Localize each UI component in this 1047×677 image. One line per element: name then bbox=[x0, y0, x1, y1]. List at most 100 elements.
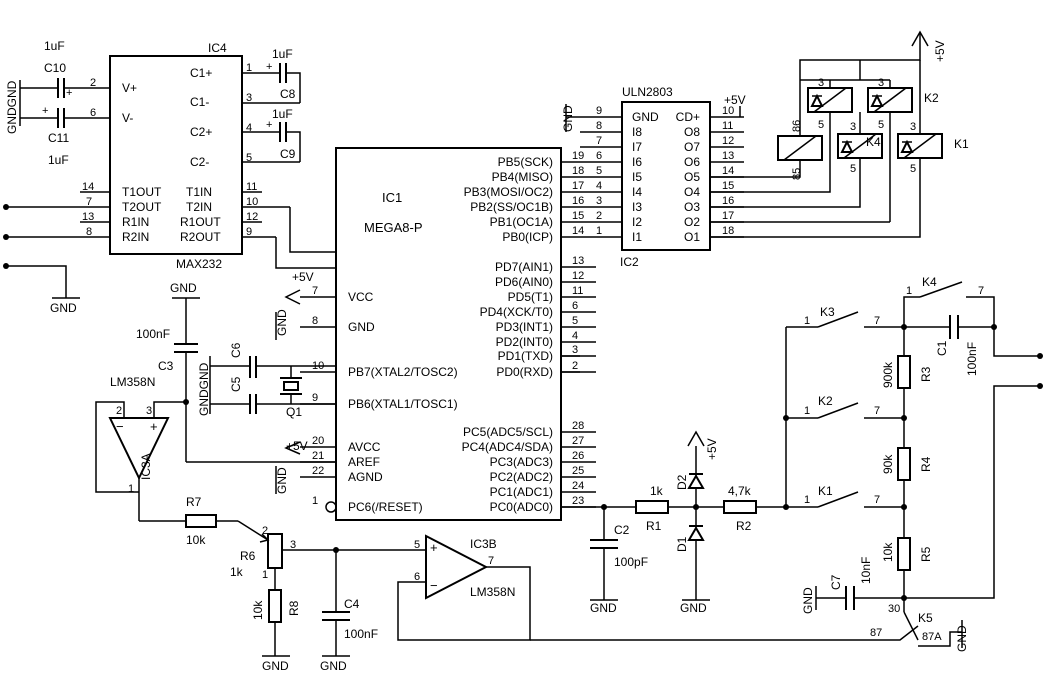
ic1-right-pin-label: PD0(RXD) bbox=[496, 365, 553, 379]
ic1-right-pins: PB5(SCK)19PB4(MISO)18PB3(MOSI/OC2)17PB2(… bbox=[462, 150, 596, 514]
ic2-ref: IC2 bbox=[620, 255, 639, 269]
r1-ref: R1 bbox=[646, 519, 662, 533]
ic4-pin-t2in: T2IN bbox=[186, 200, 212, 214]
ic2-right-pin-num: 15 bbox=[722, 180, 734, 192]
c7-ref: C7 bbox=[829, 574, 843, 590]
c1-ref: C1 bbox=[935, 340, 949, 356]
cap-c6: C6 bbox=[210, 342, 336, 378]
ic4-pin-c2plus: C2+ bbox=[190, 125, 212, 139]
ic1-power-wiring: +5V GND +5V GND bbox=[275, 270, 337, 513]
c8-value: 1uF bbox=[272, 47, 293, 61]
gndgnd-label: GNDGND bbox=[5, 80, 19, 134]
ic2-uln2803: ULN2803 IC2 bbox=[620, 85, 711, 269]
k4-ref: K4 bbox=[922, 275, 937, 289]
cap-c1: C1 100nF bbox=[901, 315, 1043, 376]
ic2-power: GND +5V bbox=[561, 93, 746, 132]
ic2-right-pin-label: O1 bbox=[684, 230, 700, 244]
ic2-right-pin-label: O8 bbox=[684, 125, 700, 139]
r2-ref: R2 bbox=[736, 519, 752, 533]
ic2-left-pin-label: I8 bbox=[632, 125, 642, 139]
svg-text:+: + bbox=[150, 419, 158, 434]
d1-ref: D1 bbox=[675, 536, 689, 552]
cap-c5: C5 bbox=[210, 376, 336, 414]
ic1-right-pin-num: 26 bbox=[572, 450, 584, 462]
resistor-r1: 1k R1 bbox=[635, 484, 724, 533]
k2-coil-pin-5: 5 bbox=[878, 119, 884, 131]
ic3a-pin-2: 2 bbox=[116, 405, 122, 417]
relay-pin-85: 85 bbox=[791, 168, 803, 180]
ic2-right-pin-num: 10 bbox=[722, 105, 734, 117]
ic1-right-pin-label: PC2(ADC2) bbox=[490, 470, 553, 484]
gnd-label-k5: GND bbox=[955, 625, 969, 652]
ic3b-pin-5: 5 bbox=[414, 539, 420, 551]
r6-pin-1: 1 bbox=[262, 569, 268, 581]
gnd-label-c2: GND bbox=[590, 601, 617, 615]
r4-ref: R4 bbox=[919, 456, 933, 472]
ic2-right-pin-num: 16 bbox=[722, 195, 734, 207]
ic4-pin-c2minus: C2- bbox=[190, 155, 209, 169]
k5-pin-87a: 87A bbox=[922, 631, 942, 643]
gnd-label-ic1: GND bbox=[275, 309, 289, 336]
c8-ref: C8 bbox=[280, 87, 296, 101]
ic1-right-pin-label: PC5(ADC5/SCL) bbox=[463, 425, 553, 439]
ic2-left-pin-label: I3 bbox=[632, 200, 642, 214]
c10-ref: C10 bbox=[44, 61, 66, 75]
k3-coil-pin-3: 3 bbox=[818, 77, 824, 89]
k1-coil-ref: K1 bbox=[954, 137, 969, 151]
k3-pin-7: 7 bbox=[874, 315, 880, 327]
ic2-right-pin-num: 11 bbox=[722, 120, 733, 132]
c2-ref: C2 bbox=[614, 523, 630, 537]
vcc-label-d2: +5V bbox=[705, 438, 719, 460]
ic1-right-pin-num: 4 bbox=[572, 330, 578, 342]
ic4-num-9: 9 bbox=[246, 226, 252, 238]
opamp-ic3a: − + LM358N IC3A 2 3 1 bbox=[95, 375, 186, 522]
svg-text:−: − bbox=[430, 578, 438, 593]
ic2-right-pin-num: 12 bbox=[722, 135, 734, 147]
ic4-pin-r1out: R1OUT bbox=[180, 215, 221, 229]
svg-text:−: − bbox=[116, 419, 124, 434]
ic4-num-2: 2 bbox=[90, 77, 96, 89]
ic1-right-pin-num: 23 bbox=[572, 495, 584, 507]
ic1-left-pin-num: 1 bbox=[312, 495, 318, 507]
r7-ref: R7 bbox=[186, 495, 202, 509]
cap-c10: C10 1uF + bbox=[20, 39, 80, 99]
ic2-left-pin-label: I7 bbox=[632, 140, 642, 154]
svg-text:+: + bbox=[266, 61, 272, 73]
gnd-label-d1: GND bbox=[680, 601, 707, 615]
gnd-label-c7: GND bbox=[801, 587, 815, 614]
ic4-pin-vplus: V+ bbox=[122, 81, 137, 95]
ic1-right-pin-label: PC1(ADC1) bbox=[490, 485, 553, 499]
ic4-num-1: 1 bbox=[246, 62, 252, 74]
ic1-right-pin-label: PB1(OC1A) bbox=[490, 215, 553, 229]
resistor-r8: GND R8 10k bbox=[251, 582, 301, 673]
ic2-left-pin-num: 4 bbox=[596, 180, 602, 192]
ic1-right-pin-num: 19 bbox=[572, 150, 584, 162]
divider-resistors: 900k R3 90k R4 10k R5 bbox=[881, 327, 1043, 612]
ic4-pin-vminus: V- bbox=[122, 111, 133, 125]
ic2-right-pin-label: O3 bbox=[684, 200, 700, 214]
ic1-right-pin-num: 2 bbox=[572, 360, 578, 372]
c3-value: 100nF bbox=[136, 327, 170, 341]
ic1-right-pin-num: 14 bbox=[572, 225, 584, 237]
gnd-label-c3: GND bbox=[170, 281, 197, 295]
ic1-left-pin-num: 22 bbox=[312, 465, 324, 477]
ic1-right-pin-num: 13 bbox=[572, 255, 584, 267]
ic1-right-pin-num: 16 bbox=[572, 195, 584, 207]
ic1-right-pin-num: 18 bbox=[572, 165, 584, 177]
ic3a-pin-1: 1 bbox=[128, 483, 134, 495]
ic1-ref: IC1 bbox=[382, 190, 402, 205]
k1-coil-pin-3: 3 bbox=[910, 121, 916, 133]
ic3a-pin-3: 3 bbox=[146, 405, 152, 417]
ic1-left-pin-num: 7 bbox=[312, 285, 318, 297]
ic2-right-pin-num: 17 bbox=[722, 210, 734, 222]
cap-c4: GND C4 100nF bbox=[320, 547, 378, 673]
range-switches: K3 1 7 K2 1 7 K1 1 7 K4 1 7 bbox=[783, 275, 995, 510]
ic2-left-pin-label: I2 bbox=[632, 215, 642, 229]
k5-ref: K5 bbox=[918, 611, 933, 625]
k1-pin-7: 7 bbox=[874, 494, 880, 506]
resistor-r2: 4,7k R2 bbox=[723, 484, 786, 533]
gnd-label-c4: GND bbox=[320, 659, 347, 673]
ic3b-part: LM358N bbox=[470, 585, 515, 599]
k4-pin-1: 1 bbox=[906, 285, 912, 297]
